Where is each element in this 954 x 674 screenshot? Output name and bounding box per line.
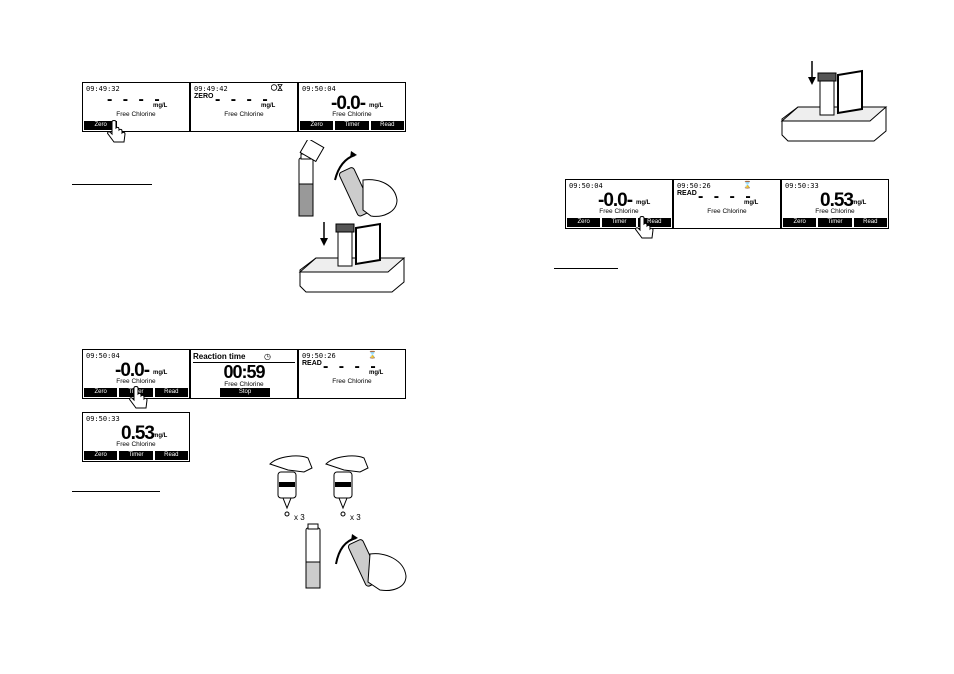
reading-value: - - - - xyxy=(107,91,163,108)
countdown-value: 00:59 xyxy=(223,362,265,382)
softkey-bar: Zero xyxy=(84,121,188,130)
read-softkey[interactable]: Read xyxy=(637,218,671,227)
meter-screen-1: 09:49:32 - - - - mg/L Free Chlorine Zero xyxy=(82,82,190,132)
clock-time: 09:49:32 xyxy=(86,85,120,93)
hourglass-icon: ⌛ xyxy=(368,352,377,359)
hand-pointer-icon xyxy=(129,386,148,409)
unit-label: mg/L xyxy=(153,103,168,109)
clock-time: 09:50:26 xyxy=(677,182,711,190)
reading-value: -0.0- xyxy=(331,93,366,114)
meter-screen-3: 09:50:04 -0.0- mg/L Free Chlorine Zero T… xyxy=(298,82,406,132)
parameter-label: Free Chlorine xyxy=(116,378,156,385)
read-softkey[interactable]: Read xyxy=(154,451,188,460)
unit-label: mg/L xyxy=(153,433,168,439)
clock-time: 09:49:42 xyxy=(194,85,228,93)
vial-insert-illustration xyxy=(780,61,888,142)
parameter-label: Free Chlorine xyxy=(116,441,156,448)
parameter-label: Free Chlorine xyxy=(224,381,264,388)
drop-count-label: x 3 xyxy=(294,513,305,522)
parameter-label: Free Chlorine xyxy=(332,378,372,385)
meter-screen-4: 09:50:04 -0.0- mg/L Free Chlorine Zero T… xyxy=(82,349,190,399)
softkey-bar: Zero Timer Read xyxy=(783,218,887,227)
timer-softkey[interactable]: Timer xyxy=(602,218,636,227)
status-label: ZERO xyxy=(194,93,214,100)
zero-softkey[interactable]: Zero xyxy=(84,388,118,397)
meter-screen-6: 09:50:26 ⌛ READ - - - - mg/L Free Chlori… xyxy=(298,349,406,399)
meter-screen-8: 09:50:04 -0.0- mg/L Free Chlorine Zero T… xyxy=(565,179,673,229)
meter-screen-2: 09:49:42 ZERO - - - - mg/L Free Chlorine xyxy=(190,82,298,132)
reading-value: -0.0- xyxy=(598,190,633,211)
status-label: READ xyxy=(302,360,322,367)
zero-softkey[interactable]: Zero xyxy=(84,451,118,460)
hourglass-icon: ⌛ xyxy=(743,182,752,189)
timer-icon: ◷ xyxy=(264,352,271,361)
meter-screen-10: 09:50:33 0.53 mg/L Free Chlorine Zero Ti… xyxy=(781,179,889,229)
unit-label: mg/L xyxy=(153,370,168,376)
read-softkey[interactable]: Read xyxy=(853,218,887,227)
parameter-label: Free Chlorine xyxy=(224,111,264,118)
clock-time: 09:50:26 xyxy=(302,352,336,360)
meter-screen-5: Reaction time ◷ 00:59 Free Chlorine Stop xyxy=(190,349,298,399)
parameter-label: Free Chlorine xyxy=(332,111,372,118)
reading-value: 0.53 xyxy=(820,190,854,211)
zero-softkey[interactable]: Zero xyxy=(567,218,601,227)
zero-softkey[interactable]: Zero xyxy=(300,121,334,130)
softkey-bar: Zero Timer Read xyxy=(300,121,404,130)
timer-softkey[interactable]: Timer xyxy=(335,121,369,130)
read-softkey[interactable]: Read xyxy=(370,121,404,130)
timer-softkey[interactable]: Timer xyxy=(119,451,153,460)
unit-label: mg/L xyxy=(636,200,651,206)
clock-time: 09:50:33 xyxy=(86,415,120,423)
parameter-label: Free Chlorine xyxy=(116,111,156,118)
vial-shake-illustration xyxy=(305,523,407,591)
zero-softkey[interactable]: Zero xyxy=(84,121,118,130)
clock-time: 09:50:33 xyxy=(785,182,819,190)
softkey-bar: Zero Timer Read xyxy=(84,451,188,460)
reading-value: - - - - xyxy=(698,188,754,205)
unit-label: mg/L xyxy=(369,370,384,376)
hourglass-icon xyxy=(271,84,283,91)
reading-value: - - - - xyxy=(323,358,379,375)
unit-label: mg/L xyxy=(369,103,384,109)
hand-pointer-icon xyxy=(107,120,126,143)
softkey-bar: Zero Timer Read xyxy=(567,218,671,227)
parameter-label: Free Chlorine xyxy=(815,208,855,215)
parameter-label: Free Chlorine xyxy=(599,208,639,215)
zero-softkey[interactable]: Zero xyxy=(783,218,817,227)
stop-softkey[interactable]: Stop xyxy=(220,388,270,397)
drop-count-label: x 3 xyxy=(350,513,361,522)
timer-softkey[interactable]: Timer xyxy=(818,218,852,227)
reagent-dropper-illustration: x 3 x 3 xyxy=(269,455,369,522)
meter-screen-7: 09:50:33 0.53 mg/L Free Chlorine Zero Ti… xyxy=(82,412,190,462)
meter-screen-9: 09:50:26 ⌛ READ - - - - mg/L Free Chlori… xyxy=(673,179,781,229)
read-softkey[interactable]: Read xyxy=(154,388,188,397)
status-label: READ xyxy=(677,190,697,197)
reading-value: -0.0- xyxy=(115,360,150,381)
clock-time: 09:50:04 xyxy=(86,352,120,360)
reading-value: - - - - xyxy=(215,91,271,108)
unit-label: mg/L xyxy=(261,103,276,109)
vial-insert-illustration xyxy=(298,222,406,293)
clock-time: 09:50:04 xyxy=(569,182,603,190)
clock-time: 09:50:04 xyxy=(302,85,336,93)
heading-underline xyxy=(72,184,152,185)
reagent-pour-illustration xyxy=(298,140,398,217)
heading-underline xyxy=(554,268,618,269)
hand-pointer-icon xyxy=(635,216,654,239)
parameter-label: Free Chlorine xyxy=(707,208,747,215)
reaction-time-title: Reaction time ◷ xyxy=(193,352,295,363)
unit-label: mg/L xyxy=(852,200,867,206)
reading-value: 0.53 xyxy=(121,423,155,444)
heading-underline xyxy=(72,491,160,492)
unit-label: mg/L xyxy=(744,200,759,206)
